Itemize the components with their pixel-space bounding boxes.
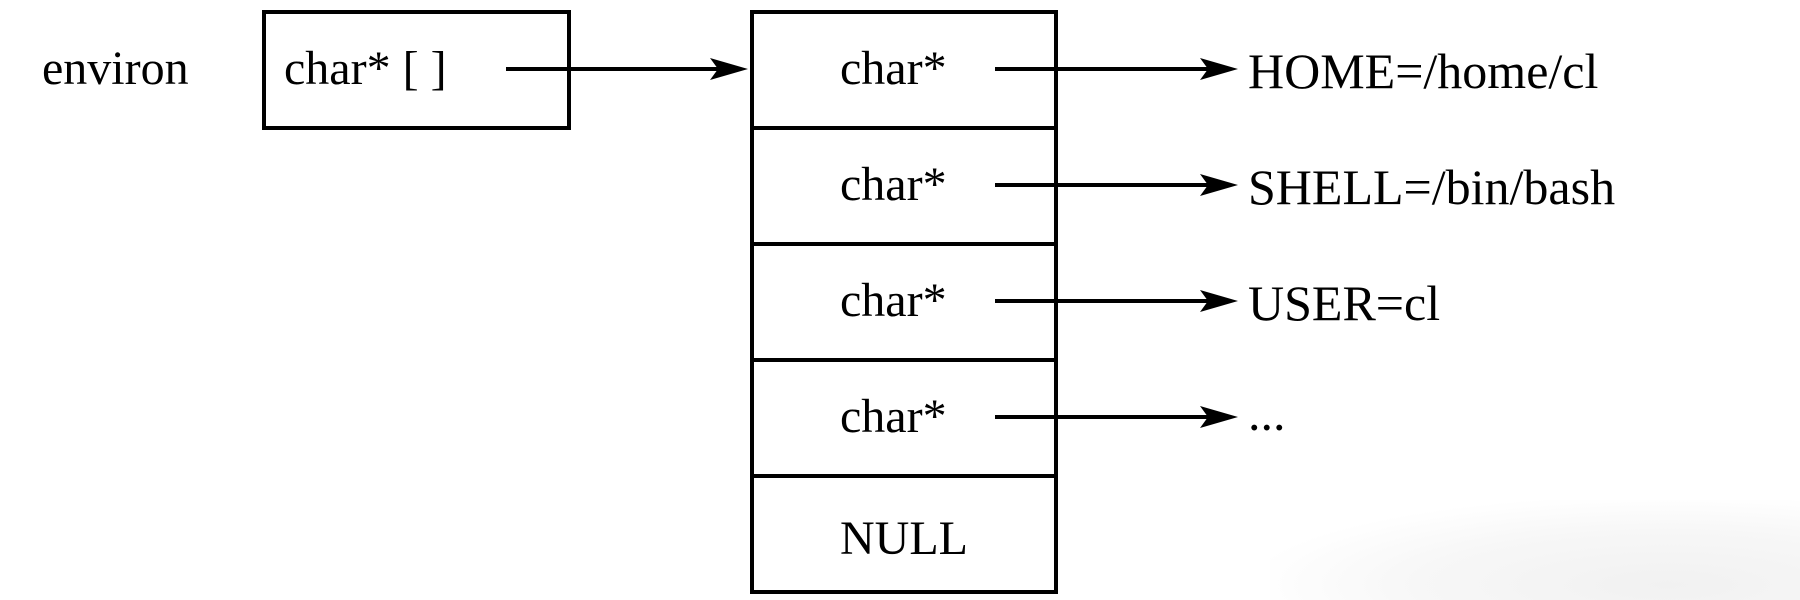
env-value: USER=cl — [1248, 275, 1440, 331]
environ-label: environ — [42, 42, 189, 95]
cell-arrowhead — [1200, 290, 1238, 312]
env-value: ... — [1248, 385, 1286, 441]
array-cell-label: char* — [840, 274, 947, 327]
pointer-arrowhead — [710, 58, 748, 80]
array-cell-label: char* — [840, 158, 947, 211]
null-terminator-label: NULL — [840, 512, 968, 565]
cell-arrowhead — [1200, 406, 1238, 428]
cell-arrowhead — [1200, 58, 1238, 80]
env-value: SHELL=/bin/bash — [1248, 159, 1615, 215]
array-cell-label: char* — [840, 42, 947, 95]
pointer-box-label: char* [ ] — [284, 42, 447, 95]
background-shading — [1270, 500, 1800, 600]
env-value: HOME=/home/cl — [1248, 43, 1598, 99]
cell-arrowhead — [1200, 174, 1238, 196]
array-cell-label: char* — [840, 390, 947, 443]
